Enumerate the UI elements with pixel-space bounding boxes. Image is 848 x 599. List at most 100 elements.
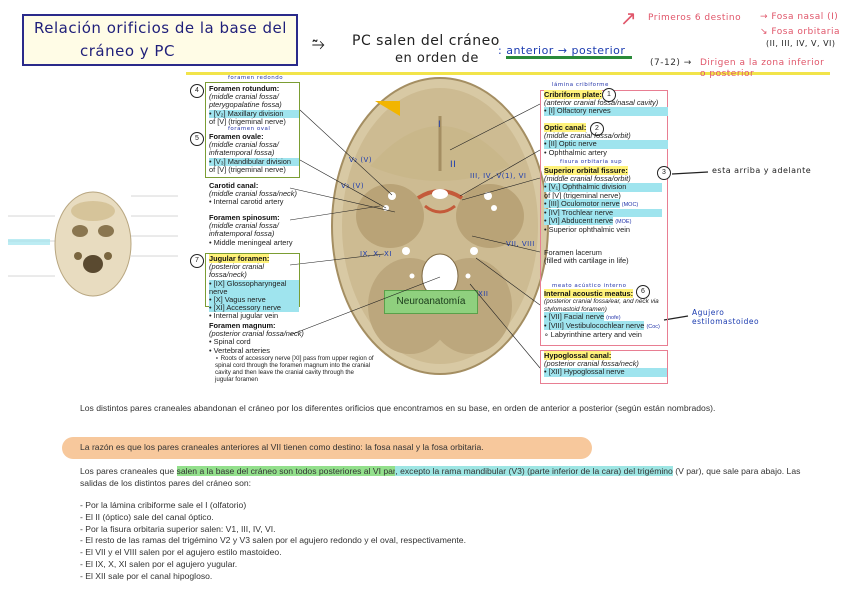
sof-n3: • [IV] Trochlear nerve	[544, 208, 662, 218]
ovale-nerve: • [V₃] Mandibular division	[209, 157, 299, 166]
carotid-item: • Internal carotid artery	[209, 197, 284, 207]
mark-V3: V₃ (V)	[341, 182, 365, 190]
sof-n2: • [III] Oculomotor nerve	[544, 198, 620, 208]
rotundum-title: Foramen rotundum:	[209, 84, 280, 93]
spinosum-title: Foramen spinosum:	[209, 213, 280, 222]
spinosum-item: • Middle meningeal artery	[209, 237, 293, 247]
spinosum-sub: (middle cranial fossa/ infratemporal fos…	[209, 221, 279, 239]
rotundum-label: Foramen rotundum: (middle cranial fossa/…	[209, 84, 299, 126]
p3-d: (V par), que sale para abajo. Las salida…	[80, 466, 801, 488]
list-item: - El resto de las ramas del trigémino V2…	[80, 535, 466, 546]
hypoglossal-title: Hypoglossal canal:	[544, 351, 612, 360]
cribriform-title: Cribriform plate:	[544, 90, 602, 99]
hypoglossal-sub: (posterior cranial fossa/neck)	[544, 359, 639, 369]
number-7: 7	[190, 254, 204, 268]
rotundum-sub: (middle cranial fossa/ pterygopalatine f…	[209, 92, 282, 110]
jugular-label: Jugular foramen: (posterior cranial foss…	[209, 254, 299, 321]
magnum-i2: • Vertebral arteries	[209, 345, 270, 355]
note-fisura-orbitaria: fisura orbitaria sup	[560, 159, 623, 165]
list-item: - El IX, X, XI salen por el agujero yugu…	[80, 558, 238, 569]
number-1: 1	[602, 88, 616, 102]
acoustic-tag1: (nofe)	[606, 315, 621, 322]
note-foramen-oval: foramen oval	[228, 126, 271, 132]
optic-label: Optic canal: (middle cranial fossa/orbit…	[544, 123, 668, 157]
left-label-box	[205, 82, 300, 178]
title-line2: cráneo y PC	[80, 42, 175, 60]
jugular-n4: • Internal jugular vein	[209, 311, 279, 321]
note-primeros: Primeros 6 destino	[648, 13, 742, 23]
note-fosa-orbitaria: ↘ Fosa orbitaria	[760, 27, 841, 37]
sof-title: Superior orbital fissure:	[544, 166, 628, 175]
neuroanatomia-badge: Neuroanatomía	[384, 290, 478, 314]
number-4: 4	[190, 84, 204, 98]
note-orbit-nerves: (II, III, IV, V, VI)	[766, 39, 836, 48]
note-foramen-redondo: foramen redondo	[228, 75, 284, 81]
subtitle-suffix: en orden de	[395, 51, 479, 66]
note-meato-acustico: meato acústico interno	[552, 283, 627, 289]
p3-c: , excepto la rama mandibular (V3) (parte…	[395, 466, 673, 476]
optic-title: Optic canal:	[544, 123, 587, 132]
ovale-nerve2: of [V] (trigeminal nerve)	[209, 164, 286, 174]
jugular-title: Jugular foramen:	[209, 254, 270, 263]
lacerum-label: Foramen lacerum (filled with cartilage i…	[544, 248, 668, 265]
note-arriba-adelante: esta arriba y adelante	[712, 166, 812, 175]
note-fosa-nasal: → Fosa nasal (I)	[760, 12, 839, 22]
subtitle-order: : anterior → posterior	[498, 44, 626, 57]
carotid-label: Carotid canal: (middle cranial fossa/nec…	[209, 181, 299, 207]
list-item: - El II (óptico) sale del canal óptico.	[80, 511, 214, 522]
yellow-divider	[186, 72, 830, 75]
ovale-label: Foramen ovale: (middle cranial fossa/ in…	[209, 132, 299, 174]
mark-II: II	[450, 160, 457, 170]
carotid-sub: (middle cranial fossa/neck)	[209, 189, 297, 199]
ovale-title: Foramen ovale:	[209, 132, 264, 141]
jugular-n1: • [IX] Glossopharyngeal nerve	[209, 279, 299, 297]
sof-label: Superior orbital fissure: (middle crania…	[544, 166, 662, 235]
hypoglossal-label: Hypoglossal canal: (posterior cranial fo…	[544, 351, 668, 377]
sof-n1b: of [V] (trigeminal nerve)	[544, 190, 621, 200]
acoustic-n1: • [VII] Facial nerve	[544, 312, 605, 322]
acoustic-label: Internal acoustic meatus: (posterior cra…	[544, 289, 668, 340]
highlight-pill	[62, 437, 592, 459]
list-item: - El VII y el VIII salen por el agujero …	[80, 547, 282, 558]
note-agujero-estilomastoideo: Agujero estilomastoideo	[692, 308, 760, 326]
magnum-sub: (posterior cranial fossa/neck)	[209, 329, 304, 339]
mark-XII: XII	[478, 290, 489, 298]
mark-VII-VIII: VII, VIII	[506, 240, 535, 248]
acoustic-n2: • [VIII] Vestibulocochlear nerve	[544, 321, 645, 331]
sof-sub: (middle cranial fossa/orbit)	[544, 174, 631, 184]
magnum-title: Foramen magnum:	[209, 321, 276, 330]
jugular-n2: • [X] Vagus nerve	[209, 295, 299, 305]
number-5: 5	[190, 132, 204, 146]
title-box	[22, 14, 298, 66]
note-lamina-cribiforme: lámina cribiforme	[552, 82, 609, 88]
subtitle-prefix: PC salen del cráneo	[352, 33, 500, 49]
p3-a: Los pares craneales que	[80, 466, 177, 476]
sof-n4: • [VI] Abducent nerve	[544, 216, 614, 226]
mark-V2: V₂ (V)	[349, 156, 373, 164]
optic-n1: • [II] Optic nerve	[544, 140, 668, 149]
optic-sub: (middle cranial fossa/orbit)	[544, 131, 631, 141]
list-item: - Por la lámina cribiforme sale el I (ol…	[80, 500, 247, 510]
paragraph-reason: La razón es que los pares craneales ante…	[80, 442, 484, 452]
sof-n1: • [V₁] Ophthalmic division	[544, 183, 662, 192]
magnum-i1: • Spinal cord	[209, 337, 251, 347]
note-posterior: o posterior	[700, 69, 755, 79]
acoustic-tag2: (Coc)	[646, 324, 660, 331]
p3-b: salen a la base del cráneo son todos pos…	[176, 466, 396, 476]
magnum-label: Foramen magnum: (posterior cranial fossa…	[209, 321, 374, 384]
jugular-n3: • [XI] Accessory nerve	[209, 304, 299, 313]
number-3: 3	[657, 166, 671, 180]
sof-tag2: (MOE)	[615, 219, 632, 226]
cribriform-nerve: • [I] Olfactory nerves	[544, 107, 668, 116]
cribriform-sub: (anterior cranial fossa/nasal cavity)	[544, 98, 659, 108]
skull-thumbnail	[8, 191, 178, 297]
mark-IX-XI: IX, X, XI	[360, 250, 392, 258]
mark-I: I	[438, 120, 442, 130]
sof-n5: • Superior ophthalmic vein	[544, 225, 630, 235]
ovale-sub: (middle cranial fossa/ infratemporal fos…	[209, 140, 279, 158]
squiggle-arrow-icon: ⥲	[312, 36, 325, 53]
paragraph-exits: Los pares craneales que salen a la base …	[80, 465, 820, 489]
curved-arrow-icon: ↗	[620, 8, 637, 30]
mark-III-VI: III, IV, V(1), VI	[470, 172, 527, 180]
sof-tag1: (MOC)	[621, 201, 639, 208]
